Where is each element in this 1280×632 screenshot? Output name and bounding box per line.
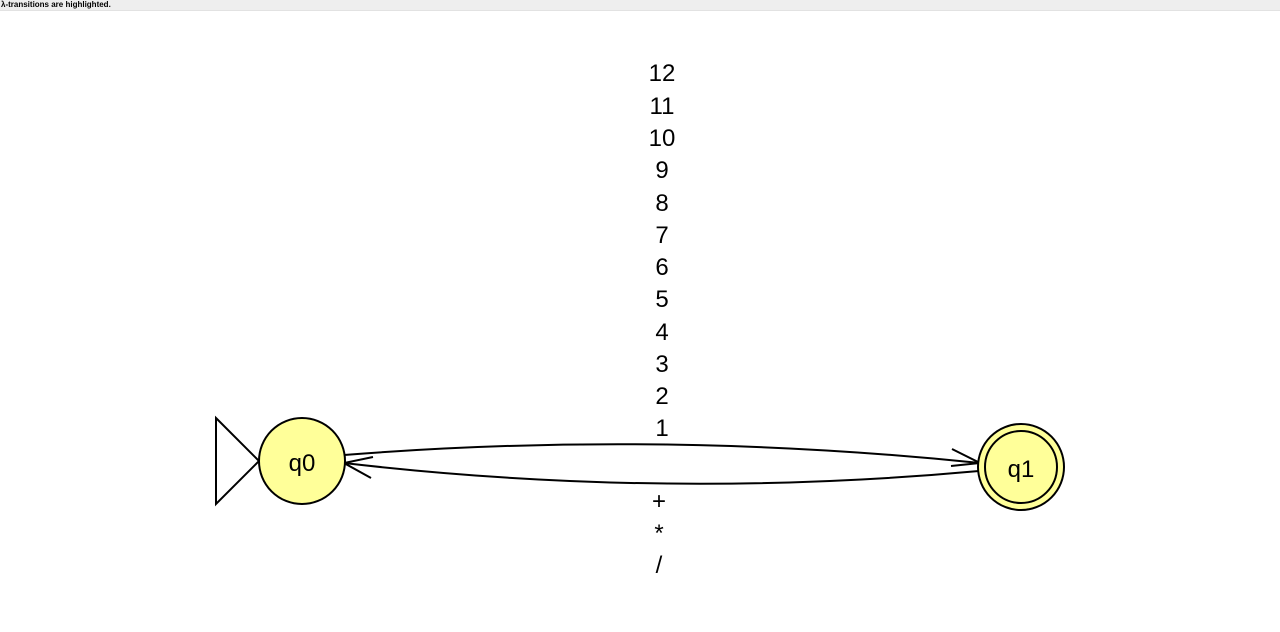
state-q1-label: q1	[1008, 456, 1035, 483]
transition-q1-q0-arrowhead	[341, 456, 374, 479]
transition-label: 12	[649, 60, 676, 87]
state-q0[interactable]: q0	[258, 417, 346, 505]
transition-label: 10	[649, 125, 676, 152]
transition-q0-q1-edge[interactable]	[343, 443, 981, 464]
transition-label: 1	[655, 415, 668, 442]
transition-label: 2	[655, 383, 668, 410]
notice-text: λ-transitions are highlighted.	[1, 0, 111, 9]
initial-state-marker	[215, 415, 261, 507]
transition-label: 9	[655, 157, 668, 184]
transition-q0-q1-arrowhead	[950, 448, 984, 467]
state-q1-final-ring	[984, 430, 1058, 504]
transition-label: 6	[655, 254, 668, 281]
transition-label: 8	[655, 190, 668, 217]
transition-label: 11	[650, 93, 675, 120]
transition-label: 3	[655, 351, 668, 378]
transition-label: 4	[655, 319, 668, 346]
state-q1[interactable]: q1	[977, 423, 1065, 511]
transition-q1-q0-edge[interactable]	[343, 462, 980, 485]
state-q1-outer-circle[interactable]	[977, 423, 1065, 511]
transition-label: /	[656, 552, 663, 579]
state-q0-circle[interactable]	[258, 417, 346, 505]
transition-label: +	[652, 488, 666, 515]
automaton-canvas[interactable]: q0 q1 1 2 3 4 5 6 7 8 9 10 11 12 + * /	[0, 11, 1280, 627]
notice-bar: λ-transitions are highlighted.	[0, 0, 1280, 11]
transition-label: 7	[655, 222, 668, 249]
state-q0-label: q0	[289, 450, 316, 477]
transition-q0-q1-labels: 1 2 3 4 5 6 7 8 9 10 11 12	[649, 60, 676, 442]
automaton-diagram: q0 q1 1 2 3 4 5 6 7 8 9 10 11 12 + * /	[215, 60, 1065, 579]
transition-q1-q0-labels: + * /	[652, 488, 666, 579]
transition-label: *	[654, 520, 663, 547]
transition-label: 5	[655, 286, 668, 313]
